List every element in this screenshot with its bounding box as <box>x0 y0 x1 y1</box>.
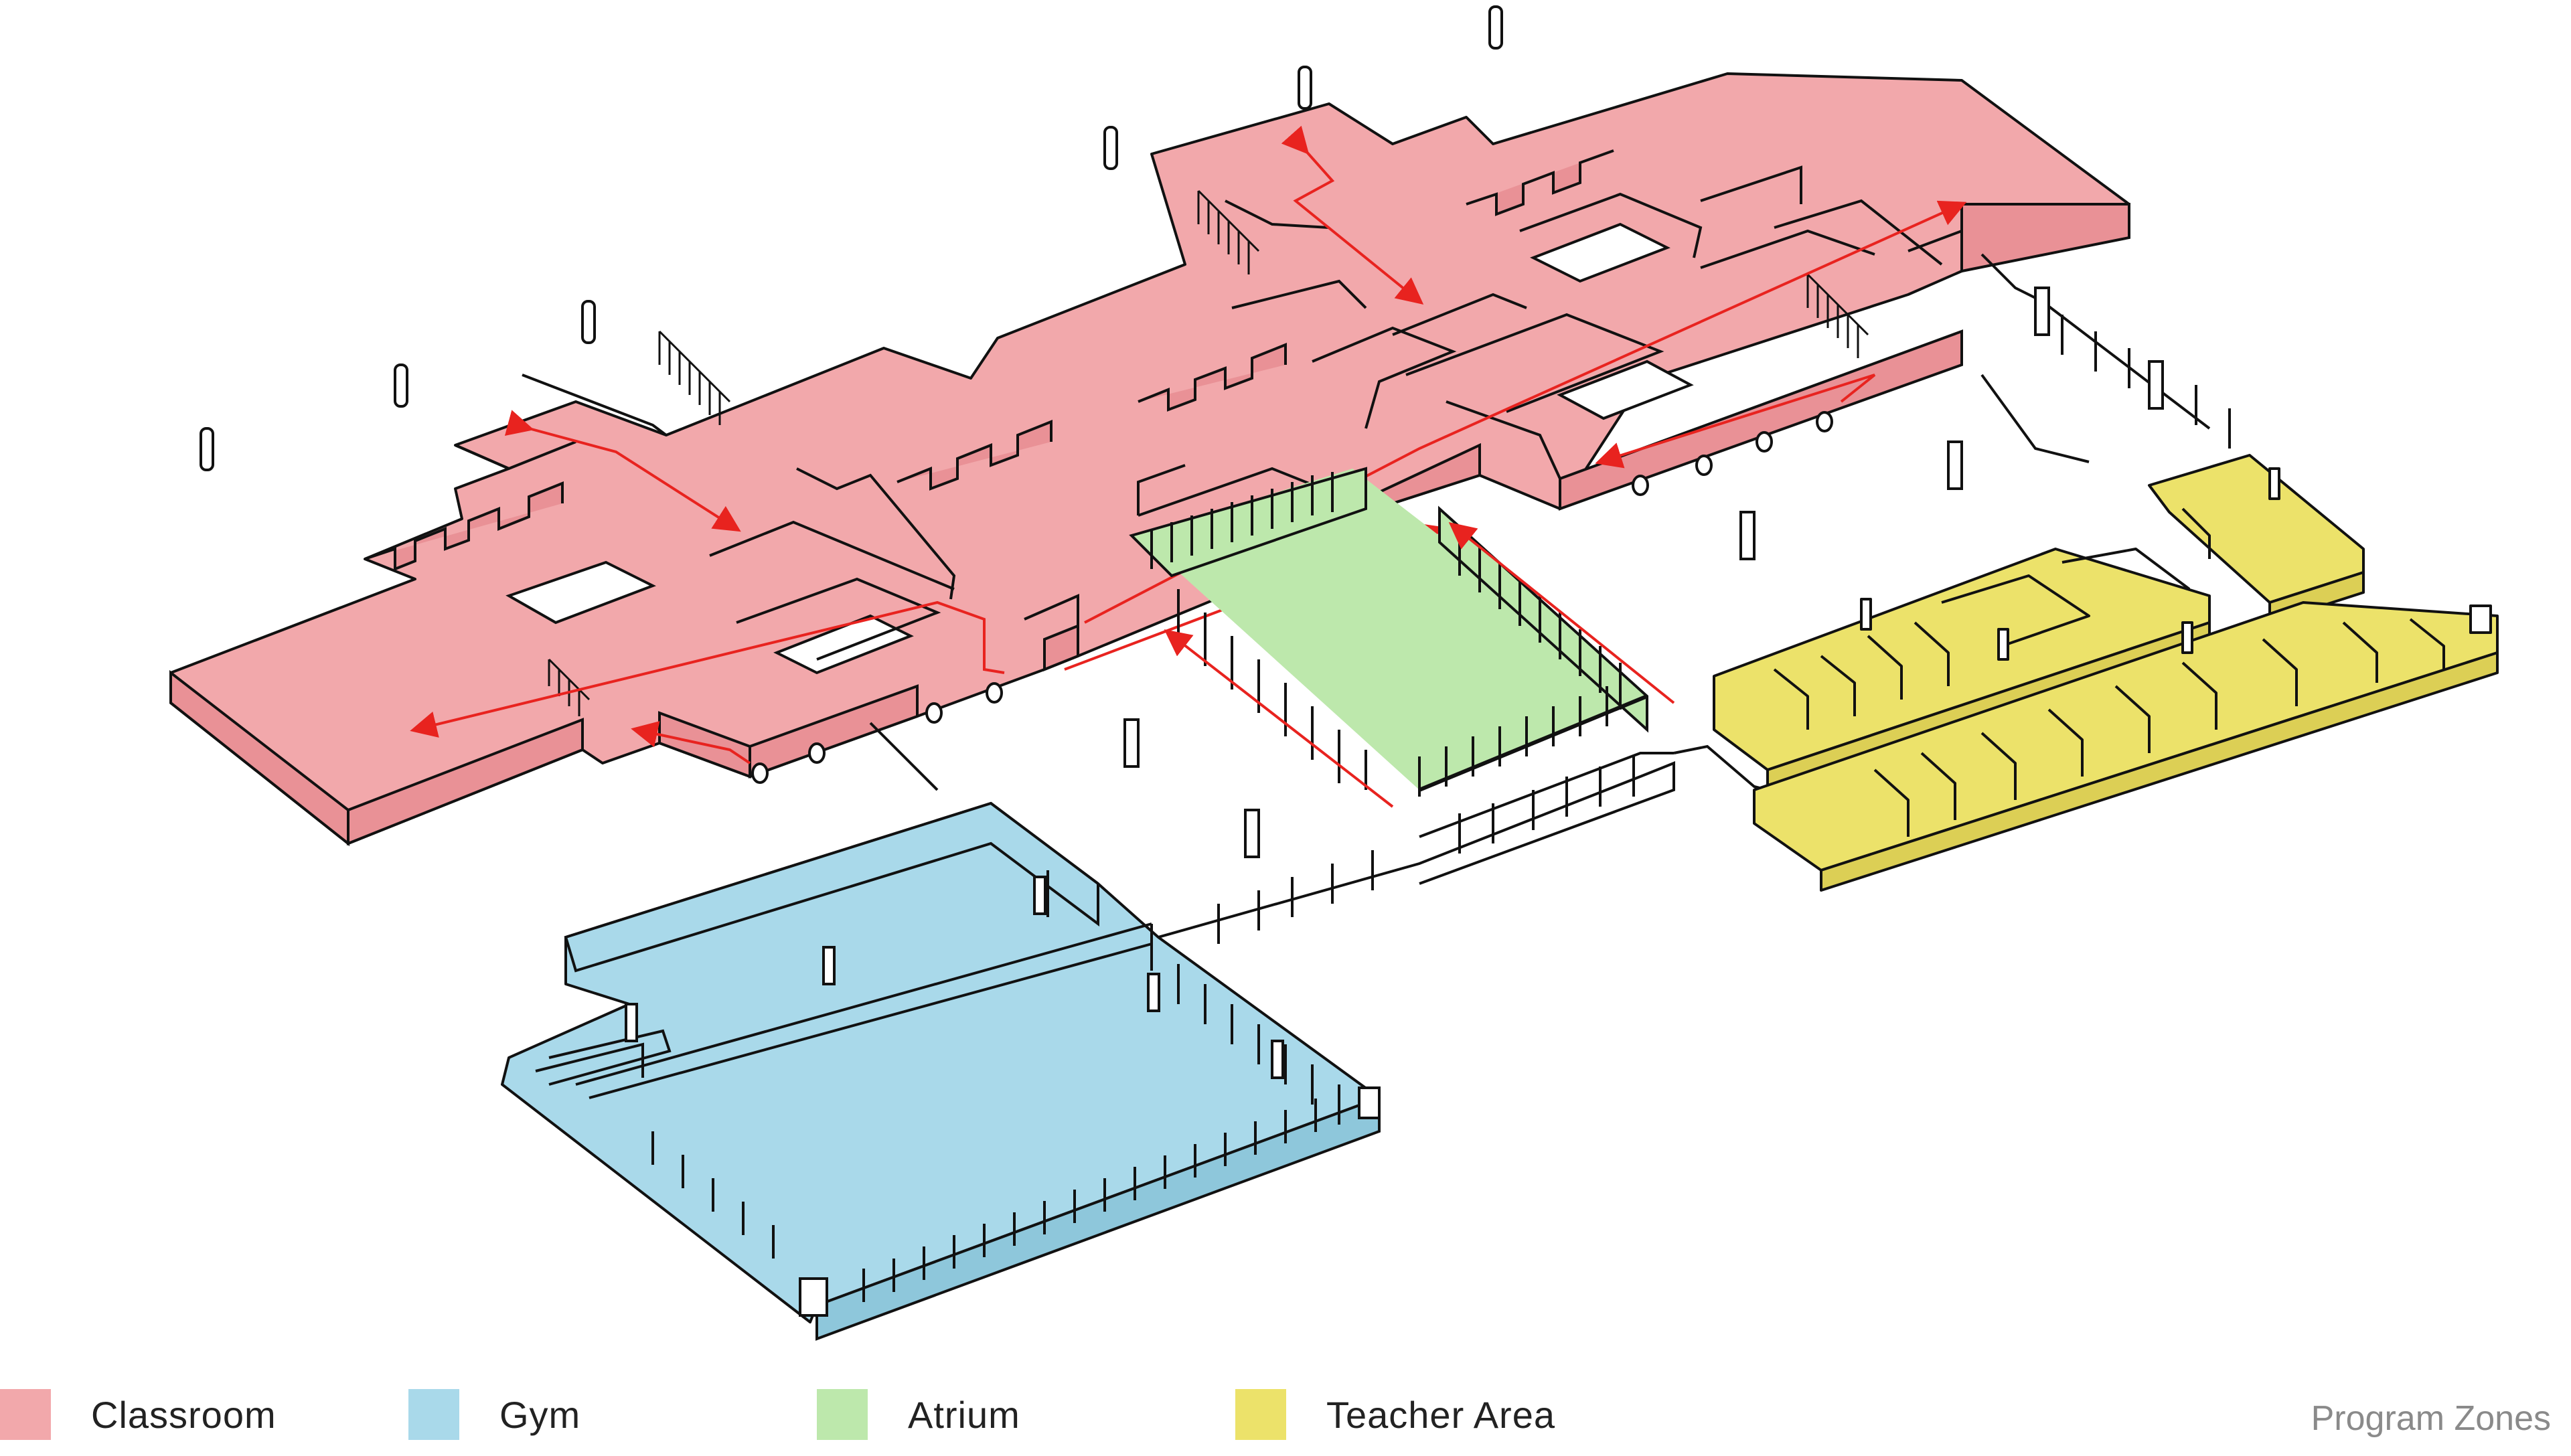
legend-swatch <box>1235 1389 1286 1440</box>
legend-label: Teacher Area <box>1326 1393 1555 1436</box>
courtyard-void <box>1530 222 1670 283</box>
classroom-slab-edge <box>749 684 919 779</box>
corridor-columns <box>1217 315 2231 944</box>
legend-label: Classroom <box>91 1393 277 1436</box>
atrium-right-wall <box>1438 505 1648 733</box>
classroom-slab-edge <box>347 718 584 845</box>
legend-swatch <box>408 1389 459 1440</box>
classroom-slab-edge <box>1559 329 1963 511</box>
stair-icon <box>1806 273 1869 358</box>
gym-columns <box>651 964 1340 1302</box>
teacher-office-block <box>2148 454 2365 604</box>
gym-interior-walls <box>535 870 1153 1099</box>
circulation-arrows <box>1164 521 1675 808</box>
atrium-floor <box>1138 469 1647 790</box>
atrium-front-edge <box>1418 694 1648 792</box>
legend-label: Atrium <box>908 1393 1020 1436</box>
courtyard-void <box>1557 359 1694 420</box>
legend-item-gym: Gym <box>408 1388 580 1441</box>
legend: Classroom Gym Atrium Teacher Area Progra… <box>0 1369 2571 1456</box>
courtyard-void <box>505 560 656 625</box>
gym-back-wall <box>564 801 1099 973</box>
gym-floor <box>501 802 1381 1323</box>
atrium-back-wall <box>1129 467 1367 578</box>
stair-icon <box>658 330 731 425</box>
gym-zone <box>501 801 1381 1341</box>
teacher-office-row-wall <box>1820 651 2499 892</box>
diagram-caption: Program Zones <box>2311 1399 2551 1438</box>
legend-swatch <box>817 1389 868 1440</box>
legend-item-atrium: Atrium <box>817 1388 1020 1441</box>
atrium-zone <box>1129 467 1648 797</box>
teacher-office-partitions <box>1773 507 2445 837</box>
legend-swatch <box>0 1389 51 1440</box>
gym-slab-edge <box>815 1096 1381 1341</box>
classroom-slab-edge <box>1043 624 1079 671</box>
atrium-columns <box>1150 472 1622 797</box>
free-standing-column <box>1123 287 2164 858</box>
legend-item-teacher-area: Teacher Area <box>1235 1388 1555 1441</box>
legend-label: Gym <box>499 1393 581 1436</box>
roof-column-stub <box>200 5 1503 471</box>
stair-icon <box>1197 189 1260 274</box>
round-window <box>751 411 1833 784</box>
gym-structural-post <box>625 876 1381 1317</box>
teacher-area-post <box>1860 467 2492 661</box>
teacher-area-zone <box>1713 454 2499 892</box>
legend-item-classroom: Classroom <box>0 1388 277 1441</box>
courtyard-void <box>773 614 914 675</box>
classroom-parapet <box>364 149 1614 571</box>
